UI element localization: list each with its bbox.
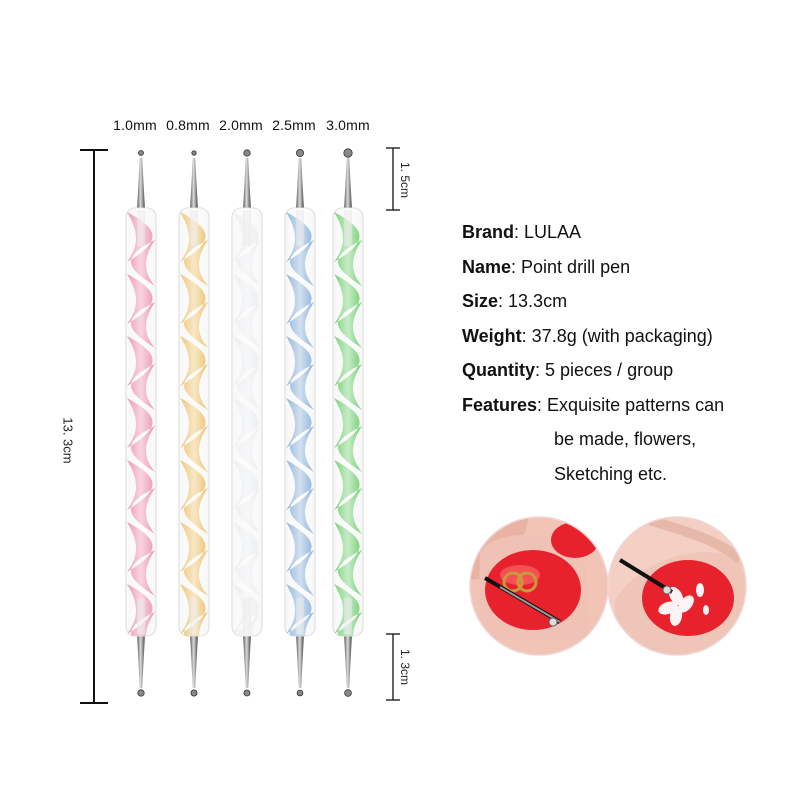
dotting-pen-2 bbox=[178, 150, 210, 697]
pen-ball-tip-bottom bbox=[190, 689, 198, 697]
pen-ball-tip-bottom bbox=[296, 689, 304, 697]
spec-weight-label: Weight bbox=[462, 325, 522, 346]
dotting-pen-5 bbox=[332, 148, 364, 697]
spec-list: Brand: LULAA Name: Point drill pen Size:… bbox=[462, 218, 792, 494]
photo-frame-right bbox=[607, 516, 747, 656]
tip-size-label-3: 2.0mm bbox=[219, 117, 263, 133]
dotting-pens bbox=[125, 148, 364, 697]
pen-ball-tip-top bbox=[138, 150, 144, 156]
spec-features-line-1: : Exquisite patterns can bbox=[537, 394, 725, 415]
top-tip-length-label: 1. 5cm bbox=[398, 161, 412, 198]
tip-size-label-1: 1.0mm bbox=[113, 117, 157, 133]
total-length-label: 13. 3cm bbox=[60, 417, 76, 464]
bottom-tip-bracket bbox=[386, 633, 400, 701]
bottom-tip-length-label: 1. 3cm bbox=[398, 648, 412, 685]
tip-size-label-4: 2.5mm bbox=[272, 117, 316, 133]
dotting-pen-3 bbox=[231, 149, 263, 697]
pen-ball-tip-top bbox=[295, 148, 304, 157]
pen-ball-tip-top bbox=[191, 150, 197, 156]
spec-quantity-value: : 5 pieces / group bbox=[535, 360, 674, 380]
pen-ball-tip-bottom bbox=[344, 689, 352, 697]
tip-size-label-5: 3.0mm bbox=[326, 117, 370, 133]
spec-features-line-2: be made, flowers, bbox=[554, 429, 697, 449]
pen-ball-tip-top bbox=[343, 148, 353, 158]
dotting-pen-4 bbox=[284, 148, 316, 697]
pen-ball-tip-top bbox=[243, 149, 251, 157]
spec-features-line-3: Sketching etc. bbox=[554, 463, 668, 484]
spec-weight-value: : 37.8g (with packaging) bbox=[521, 325, 713, 346]
spec-size-label: Size bbox=[462, 291, 499, 311]
nail-art-photo-right bbox=[608, 517, 746, 655]
total-length-bracket bbox=[80, 149, 108, 704]
tip-size-label-2: 0.8mm bbox=[166, 117, 210, 133]
spec-name-label: Name bbox=[462, 256, 512, 277]
spec-features-label: Features bbox=[462, 394, 538, 415]
top-tip-bracket bbox=[386, 147, 400, 211]
spec-brand-label: Brand bbox=[462, 222, 515, 242]
spec-size: Size: 13.3cm bbox=[462, 287, 792, 322]
pen-ball-tip-bottom bbox=[137, 689, 145, 697]
spec-features: Features: Exquisite patterns can be made… bbox=[462, 391, 792, 495]
pen-ball-tip-bottom bbox=[243, 689, 251, 697]
spec-brand: Brand: LULAA bbox=[462, 218, 792, 253]
spec-brand-value: : LULAA bbox=[514, 222, 582, 242]
spec-name-value: : Point drill pen bbox=[511, 256, 631, 277]
spec-size-value: : 13.3cm bbox=[498, 291, 568, 311]
spec-name: Name: Point drill pen bbox=[462, 253, 792, 288]
nail-art-photo-left bbox=[470, 517, 608, 655]
spec-weight: Weight: 37.8g (with packaging) bbox=[462, 322, 792, 357]
spec-quantity: Quantity: 5 pieces / group bbox=[462, 356, 792, 391]
dotting-pen-1 bbox=[125, 150, 157, 697]
spec-quantity-label: Quantity bbox=[462, 360, 536, 380]
